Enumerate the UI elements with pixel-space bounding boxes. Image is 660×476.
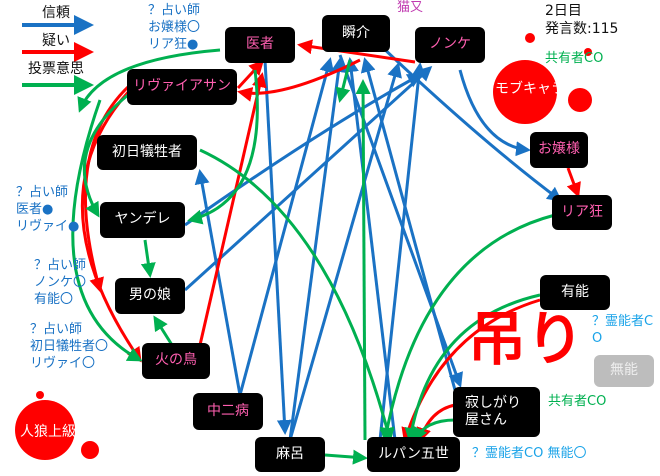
node-riakyou: リア狂: [552, 195, 612, 230]
node-doctor: 医者: [225, 27, 295, 63]
note-line: リア狂●: [148, 36, 199, 52]
note-line: 医者●: [16, 201, 54, 217]
arrow-trust: [263, 59, 292, 435]
seer-claim-note: ？占い師お嬢様〇リア狂●: [148, 3, 200, 54]
arrow-doubt: [297, 39, 416, 64]
post-count: 発言数:115: [545, 21, 619, 37]
node-shunsuke: 瞬介: [322, 15, 390, 52]
arrow-trust: [184, 73, 423, 227]
node-mobchara: モブキャラ: [495, 81, 565, 98]
seer-claim-note: ？占い師ノンケ〇有能〇: [34, 258, 86, 309]
arrow-trust: [378, 62, 427, 441]
note-line: 初日犠牲者〇: [30, 338, 109, 354]
arrow-trust: [288, 62, 402, 441]
arrow-vote: [187, 69, 259, 225]
node-leviathan: リヴァイアサン: [127, 69, 237, 105]
node-otokonoko: 男の娘: [115, 278, 185, 314]
arrow-vote: [77, 48, 221, 113]
note-line: お嬢様〇: [148, 19, 201, 35]
legend-vote-label: 投票意思: [28, 61, 84, 77]
note-line: ？占い師: [16, 185, 69, 200]
seer-claim-note: ？占い師医者●リヴァイ●: [16, 185, 79, 236]
node-sabishigari: 寂しがり 屋さん: [453, 387, 540, 437]
hanged-mark: 吊り: [468, 305, 585, 373]
arrow-vote: [140, 239, 156, 278]
arrow-doubt: [566, 167, 581, 198]
arrow-vote: [404, 293, 541, 443]
arrow-vote: [153, 315, 174, 346]
arrow-doubt: [81, 88, 142, 363]
arrow-doubt: [237, 58, 361, 102]
blood-splat-icon: [15, 391, 99, 460]
legend-doubt-label: 疑い: [42, 33, 70, 49]
node-hinotori: 火の鳥: [142, 343, 210, 379]
mason-co-note: 共有者CO: [545, 51, 604, 66]
note-line: ノンケ〇: [34, 274, 87, 290]
arrow-vote: [82, 93, 129, 218]
node-ojousama: お嬢様: [530, 132, 588, 168]
nekomata-note: 猫又: [397, 0, 424, 15]
arrow-trust: [288, 57, 346, 441]
note-line: 有能〇: [34, 291, 74, 307]
legend-trust-label: 信頼: [42, 5, 70, 21]
node-lupin: ルパン五世: [367, 437, 460, 472]
arrow-trust: [378, 43, 563, 202]
node-munou: 無能: [594, 355, 654, 387]
node-nonke: ノンケ: [415, 27, 485, 63]
blood-splat-icon: [493, 33, 592, 124]
arrow-vote: [199, 148, 395, 443]
arrow-trust: [183, 65, 433, 292]
arrow-trust: [458, 69, 531, 157]
arrow-trust: [238, 57, 335, 396]
node-chuunibyou: 中二病: [193, 393, 263, 430]
node-jinrou-joukyuu: 人狼上級者: [20, 423, 90, 440]
arrow-vote: [355, 79, 371, 441]
mason-co-note: 共有者CO: [548, 394, 607, 409]
note-line: ？占い師: [34, 258, 87, 273]
arrow-trust: [338, 54, 463, 388]
arrow-vote: [324, 449, 368, 465]
node-yandere: ヤンデレ: [100, 202, 185, 238]
seer-claim-note: ？占い師初日犠牲者〇リヴァイ〇: [30, 322, 108, 373]
arrow-doubt: [236, 59, 265, 90]
note-line: リヴァイ〇: [30, 355, 96, 371]
arrow-vote: [379, 213, 556, 443]
arrow-trust: [360, 57, 457, 391]
arrow-vote: [335, 59, 352, 103]
note-line: ？占い師: [148, 3, 201, 18]
day-label: 2日目: [545, 3, 582, 19]
medium-co-note: ？霊能者CO 無能〇: [472, 446, 587, 461]
arrow-vote: [71, 99, 143, 362]
note-line: ？占い師: [30, 322, 83, 337]
arrow-trust: [194, 169, 242, 396]
node-yuunou: 有能: [540, 275, 610, 310]
note-line: リヴァイ●: [16, 218, 80, 234]
arrow-doubt: [198, 72, 267, 346]
medium-co-note: ？霊能者CO: [592, 314, 654, 346]
node-maro: 麻呂: [255, 437, 325, 472]
arrow-vote: [413, 418, 456, 443]
node-first-victim: 初日犠牲者: [97, 135, 197, 170]
